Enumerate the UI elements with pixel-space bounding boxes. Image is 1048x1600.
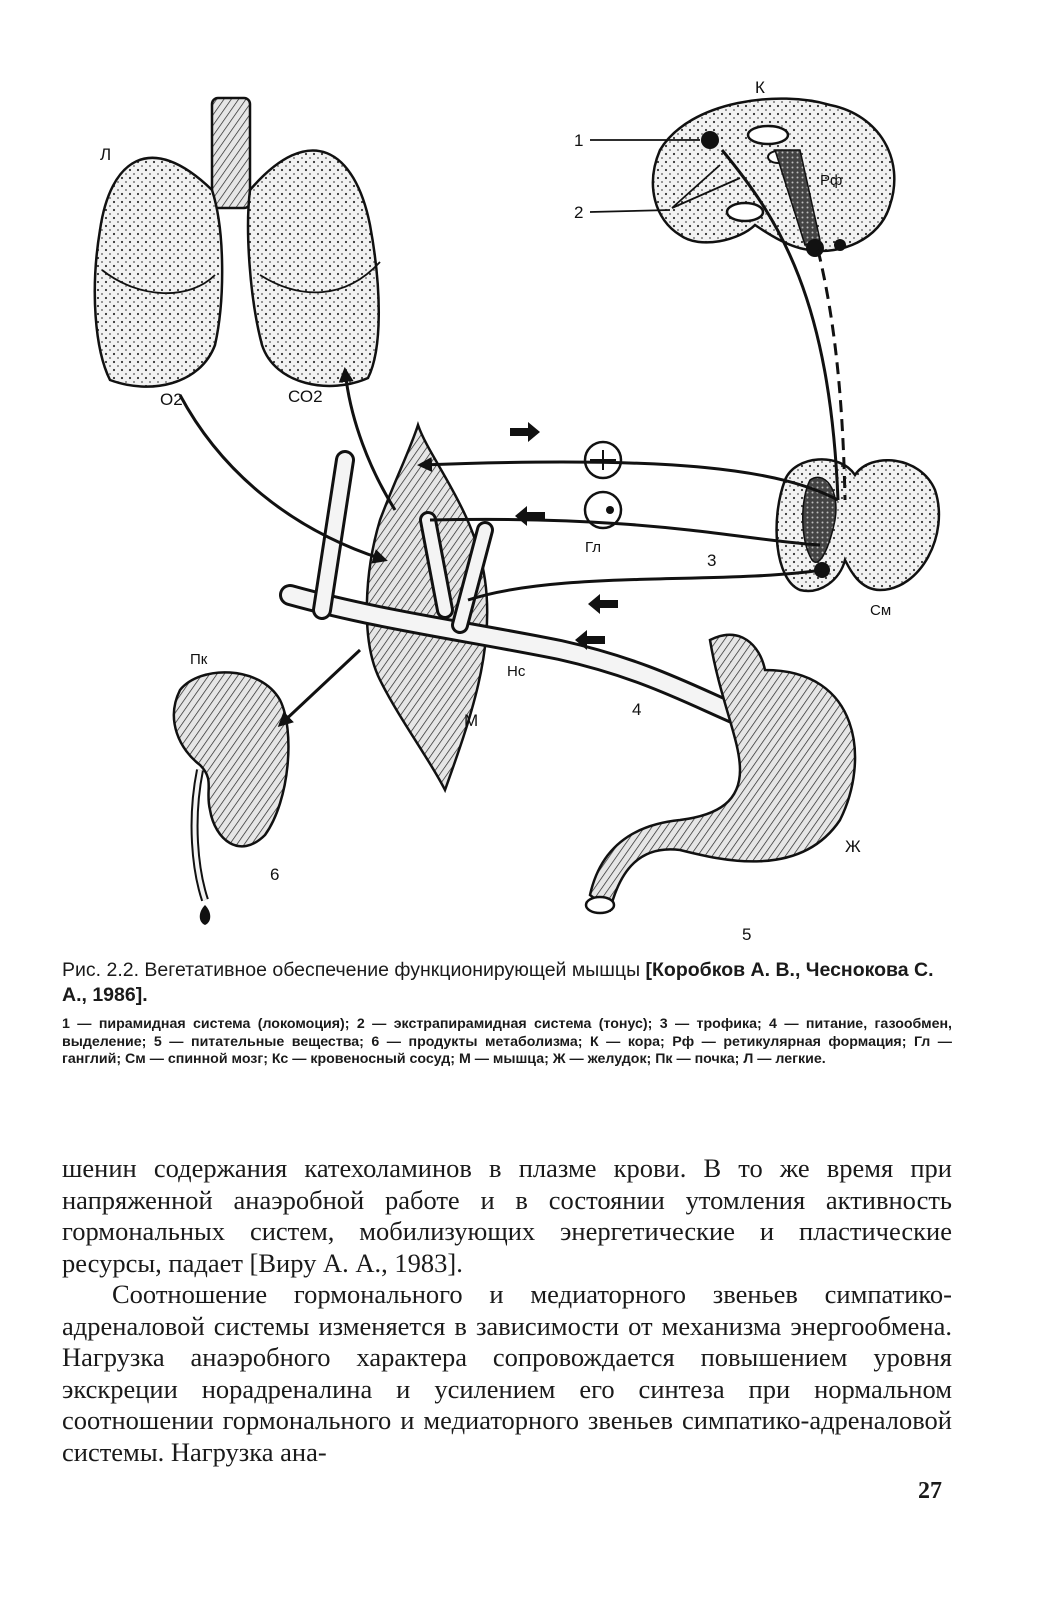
path-trophic xyxy=(429,517,821,547)
pyramidal-tract xyxy=(720,149,840,501)
label-reticular: Рф xyxy=(820,172,842,189)
label-ref3: 3 xyxy=(707,551,716,570)
caption-citation: [Коробков А. В., Чеснокова С. А., 1986]. xyxy=(62,959,934,1006)
label-ref1: 1 xyxy=(574,131,583,150)
label-cortex: К xyxy=(755,78,765,97)
path-motor-to-muscle xyxy=(417,457,839,502)
stomach-illustration xyxy=(584,633,857,915)
ganglion-upper xyxy=(583,440,623,480)
caption-legend: 1 — пирамидная система (локомоция); 2 — … xyxy=(62,1016,952,1067)
label-lungs: Л xyxy=(100,145,111,164)
label-ganglion: Гл xyxy=(585,539,601,556)
arrow-to-kidney xyxy=(277,648,362,728)
brain-illustration xyxy=(589,97,896,257)
arrow-o2 xyxy=(178,394,388,564)
label-ref5: 5 xyxy=(742,925,751,944)
path-vascular xyxy=(467,568,823,602)
extrapyramidal-tract xyxy=(816,249,847,501)
kidney-illustration xyxy=(172,671,290,925)
lungs-illustration xyxy=(93,96,381,388)
label-ref4: 4 xyxy=(632,700,641,719)
small-arrow-left xyxy=(515,506,545,526)
small-arrow-left xyxy=(588,594,618,614)
label-vessel: Нс xyxy=(507,663,526,680)
small-arrow-right xyxy=(510,422,540,442)
label-spinal-cord: См xyxy=(870,602,891,619)
caption-title-line: Рис. 2.2. Вегетативное обеспечение функц… xyxy=(62,958,952,1008)
figure-vegetative-supply: Л К Рф 1 2 3 4 5 6 О2 СО2 Гл См Пк Нс М … xyxy=(93,78,941,944)
label-ref6: 6 xyxy=(270,865,279,884)
figure-caption: Рис. 2.2. Вегетативное обеспечение функц… xyxy=(62,958,952,1069)
paragraph-2: Соотношение гормонального и медиаторного… xyxy=(62,1279,952,1467)
caption-title: Рис. 2.2. Вегетативное обеспечение функц… xyxy=(62,959,641,981)
label-o2: О2 xyxy=(160,390,183,409)
label-muscle: М xyxy=(464,711,478,730)
page-number: 27 xyxy=(918,1478,942,1504)
ganglion-lower xyxy=(583,490,623,530)
small-arrow-left xyxy=(575,630,605,650)
arrow-co2 xyxy=(338,367,397,511)
label-kidney: Пк xyxy=(190,651,208,668)
blood-vessel-illustration xyxy=(279,450,761,731)
body-text: шенин содержания катехоламинов в плазме … xyxy=(62,1153,952,1468)
label-co2: СО2 xyxy=(288,387,323,406)
label-ref2: 2 xyxy=(574,203,583,222)
paragraph-1: шенин содержания катехоламинов в плазме … xyxy=(62,1153,952,1278)
label-stomach: Ж xyxy=(845,837,861,856)
